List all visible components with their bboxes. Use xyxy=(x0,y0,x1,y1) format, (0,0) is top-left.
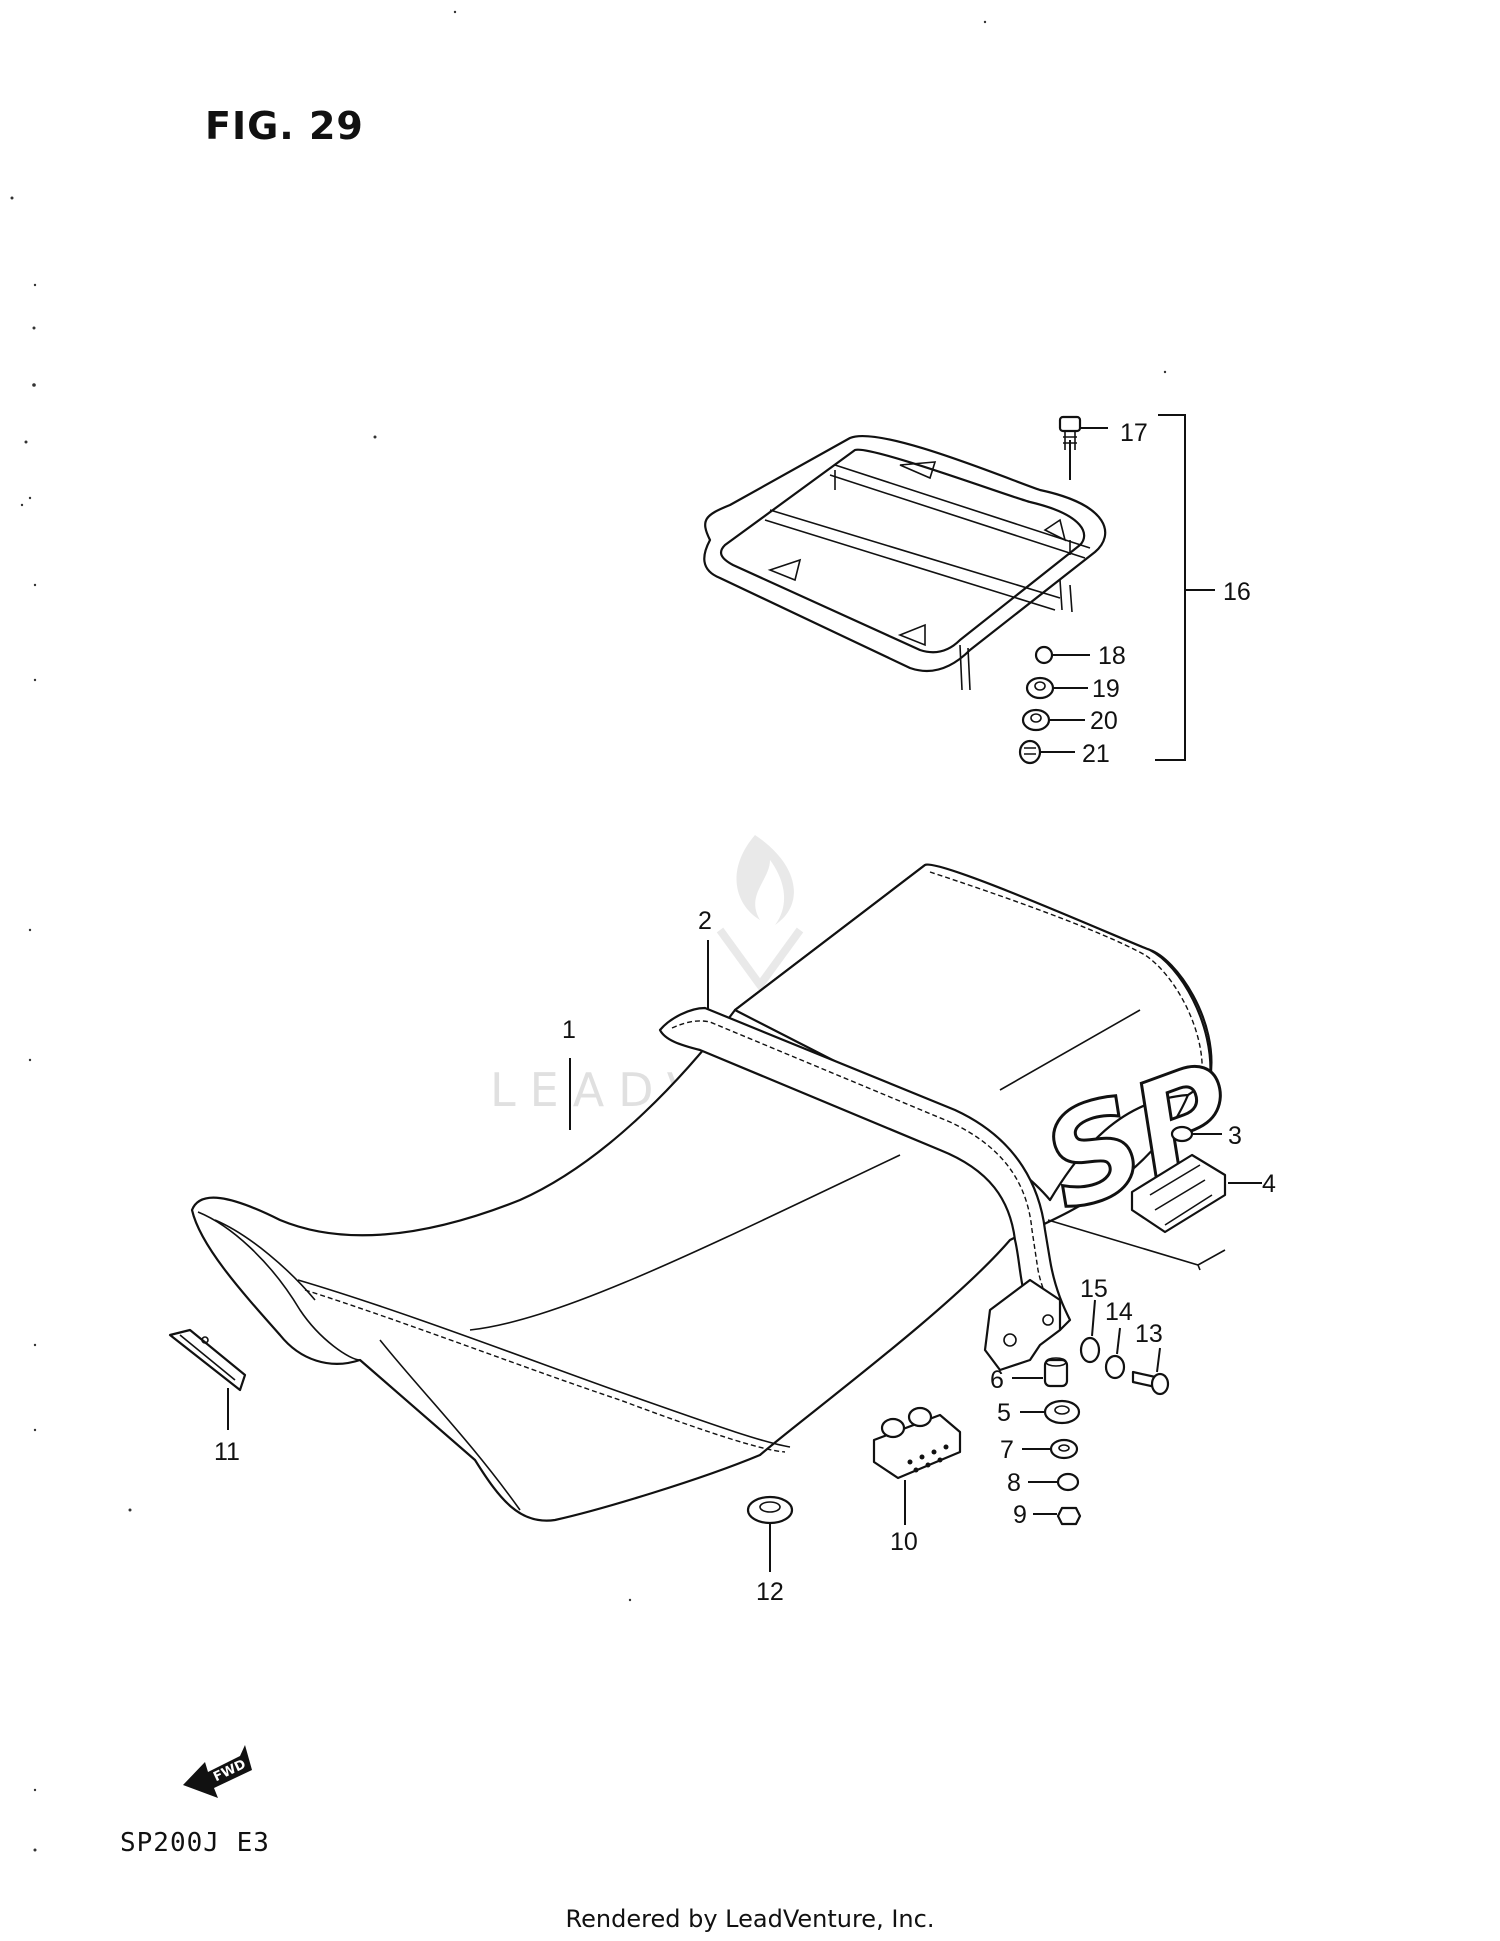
luggage-rack xyxy=(703,435,1107,691)
plate-4 xyxy=(1047,1153,1262,1271)
group-bracket-16 xyxy=(1155,414,1215,761)
clip-11 xyxy=(168,1328,247,1430)
fwd-arrow-icon: FWD xyxy=(183,1745,252,1798)
callout-labels: 17 16 18 19 20 21 2 1 3 4 15 14 13 6 5 7… xyxy=(214,419,1276,1606)
callout-14: 14 xyxy=(1105,1298,1133,1326)
callout-9: 9 xyxy=(1013,1501,1027,1529)
grommet-12 xyxy=(746,1495,794,1572)
callout-1: 1 xyxy=(562,1016,576,1044)
callout-15: 15 xyxy=(1080,1275,1108,1303)
scan-specks xyxy=(10,10,1167,1852)
grommet-3 xyxy=(1170,1125,1222,1143)
callout-16: 16 xyxy=(1223,578,1251,606)
callout-11: 11 xyxy=(214,1438,240,1466)
callout-10: 10 xyxy=(890,1528,918,1556)
collar-6 xyxy=(1012,1357,1069,1388)
callout-5: 5 xyxy=(997,1399,1011,1427)
model-code: SP200J E3 xyxy=(120,1828,270,1858)
callout-8: 8 xyxy=(1007,1469,1021,1497)
callout-20: 20 xyxy=(1090,707,1118,735)
lock-washer-8 xyxy=(1028,1472,1080,1492)
callout-4: 4 xyxy=(1262,1170,1276,1198)
callout-7: 7 xyxy=(1000,1436,1014,1464)
callout-12: 12 xyxy=(756,1578,784,1606)
callout-6: 6 xyxy=(990,1366,1004,1394)
washer-7 xyxy=(1022,1438,1079,1460)
callout-19: 19 xyxy=(1092,675,1120,703)
callout-21: 21 xyxy=(1082,740,1110,768)
seat-hinge-bracket xyxy=(983,1278,1062,1372)
nut-9 xyxy=(1033,1506,1082,1526)
cushion-5 xyxy=(1020,1399,1081,1425)
rack-fasteners xyxy=(1018,440,1090,765)
bolt-17 xyxy=(1058,415,1108,450)
seat: SP xyxy=(190,863,1255,1522)
fasteners-13-15 xyxy=(1079,1299,1170,1396)
callout-17: 17 xyxy=(1120,419,1148,447)
callout-18: 18 xyxy=(1098,642,1126,670)
figure-title: FIG. 29 xyxy=(205,104,364,148)
callout-13: 13 xyxy=(1135,1320,1163,1348)
callout-3: 3 xyxy=(1228,1122,1242,1150)
render-credit: Rendered by LeadVenture, Inc. xyxy=(565,1905,935,1933)
rubber-block-10 xyxy=(872,1406,962,1525)
callout-2: 2 xyxy=(698,907,712,935)
